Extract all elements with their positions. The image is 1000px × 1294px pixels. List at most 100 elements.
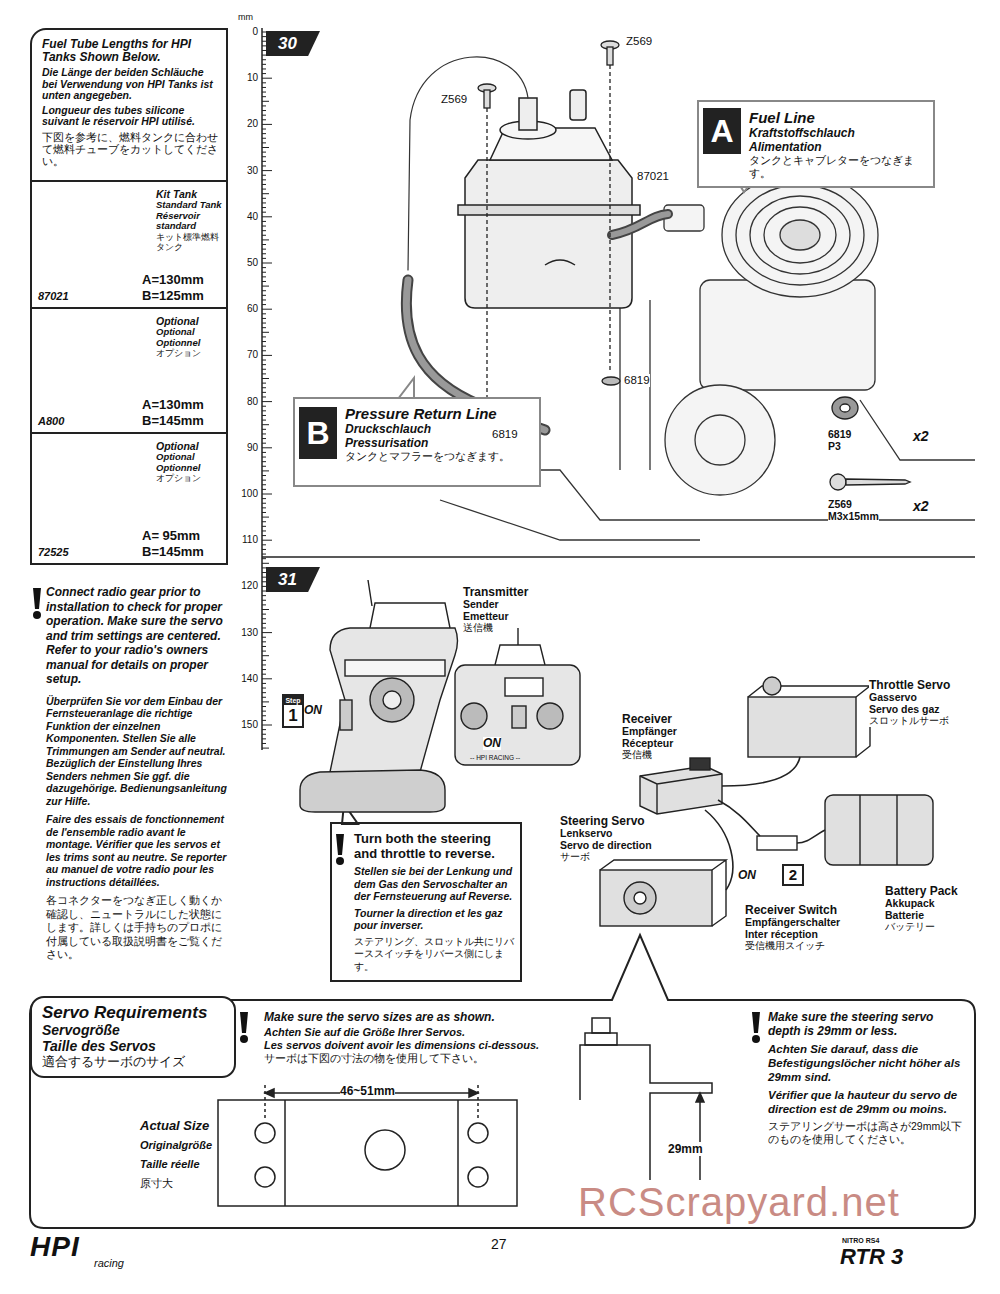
- node-text: Alimentation: [749, 140, 927, 154]
- ruler-tick: [262, 503, 266, 504]
- quantity: x2: [913, 498, 929, 514]
- ruler-tick: [262, 734, 266, 735]
- ruler-tick: [262, 216, 272, 217]
- ruler-tick: [262, 480, 266, 481]
- dimension: 29mm: [668, 1142, 703, 1156]
- node-text: Fuel Line: [749, 109, 927, 126]
- part-name: Receiver Switch: [745, 904, 837, 917]
- ruler-tick: [262, 489, 266, 490]
- logo-text: RTR 3: [840, 1245, 903, 1269]
- ruler-number: 80: [236, 396, 258, 408]
- node-text: 87021: [38, 290, 69, 303]
- ruler-tick: [262, 572, 266, 573]
- fuel-tubes: [406, 57, 668, 430]
- node-text: B=145mm: [142, 544, 204, 559]
- node-text: Optionnel: [156, 463, 222, 474]
- note-text: Vérifier que la hauteur du servo de dire…: [768, 1088, 968, 1116]
- ruler-tick: [262, 595, 266, 596]
- ruler-tick: [262, 512, 266, 513]
- ruler-tick: [262, 96, 266, 97]
- ruler-tick: [262, 360, 266, 361]
- node-text: Turn both the steering and throttle to r…: [354, 831, 514, 861]
- ruler-tick: [262, 263, 272, 264]
- ruler-tick: [262, 138, 266, 139]
- node-text: Tourner la direction et les gaz pour inv…: [354, 907, 514, 932]
- ruler-tick: [262, 466, 266, 467]
- ruler-tick: [262, 378, 269, 379]
- part-name: Throttle Servo: [869, 679, 950, 692]
- ruler-tick: [262, 355, 272, 356]
- ruler-tick: [262, 212, 266, 213]
- note-text: Actual Size: [140, 1118, 209, 1133]
- ruler-tick: [262, 674, 266, 675]
- ruler-tick: [262, 591, 266, 592]
- note-text: Überprüfen Sie vor dem Einbau der Fernst…: [46, 695, 232, 808]
- node-text: 31: [278, 567, 320, 592]
- ruler-tick: [262, 286, 269, 287]
- ruler-tick: [262, 688, 266, 689]
- note-text: Make sure the servo sizes are as shown.: [264, 1010, 554, 1024]
- part-name: Empfängerschalter: [745, 917, 840, 929]
- ruler-tick: [262, 258, 266, 259]
- ruler-tick: [262, 438, 266, 439]
- ruler-tick: [262, 678, 272, 679]
- node-text: Optional: [156, 452, 222, 463]
- ruler-tick: [262, 78, 272, 79]
- ruler-tick: [262, 535, 266, 536]
- ruler-tick: [262, 609, 269, 610]
- ruler-tick: [262, 618, 266, 619]
- ruler-tick: [262, 276, 266, 277]
- part-size: M3x15mm: [828, 510, 879, 522]
- part-name: 受信機用スイッチ: [745, 940, 825, 952]
- ruler-tick: [262, 189, 266, 190]
- ruler-tick: [262, 738, 266, 739]
- ruler-tick: [262, 133, 266, 134]
- ruler-tick: [262, 318, 266, 319]
- ruler-tick: [262, 304, 266, 305]
- node-text: オプション: [156, 473, 222, 484]
- ruler-tick: [262, 563, 269, 564]
- step-number: 31: [266, 567, 320, 592]
- brand-text: -- HPI RACING --: [470, 754, 520, 762]
- ruler-tick: [262, 50, 266, 51]
- ruler-tick: [262, 64, 266, 65]
- ruler-tick: [262, 581, 266, 582]
- ruler-tick: [262, 156, 266, 157]
- note-text: Originalgröße: [140, 1139, 212, 1152]
- ruler-tick: [262, 202, 266, 203]
- ruler-tick: [262, 272, 266, 273]
- ruler-tick: [262, 383, 266, 384]
- ruler-tick: [262, 443, 266, 444]
- ruler-tick: [262, 706, 266, 707]
- ruler-tick: [262, 392, 266, 393]
- node-text: B: [299, 407, 337, 459]
- ruler-tick: [262, 332, 269, 333]
- ruler-tick: [262, 110, 266, 111]
- ruler-tick: [262, 119, 266, 120]
- ruler-tick: [262, 295, 266, 296]
- step-box: 2: [782, 864, 804, 886]
- part-name: Emetteur: [463, 611, 509, 623]
- switch-state: ON: [483, 737, 501, 750]
- node-text: 1: [284, 705, 302, 726]
- node-text: 適合するサーボのサイズ: [42, 1054, 224, 1070]
- part-name: バッテリー: [885, 921, 935, 933]
- ruler-tick: [262, 350, 266, 351]
- ruler-number: 100: [236, 488, 258, 500]
- note-text: Les servos doivent avoir les dimensions …: [264, 1039, 554, 1052]
- node-text: Fuel Tube Lengths for HPI Tanks Shown Be…: [42, 38, 218, 64]
- ruler-tick: [262, 244, 266, 245]
- part-number: 6819: [624, 374, 650, 387]
- ruler-tick: [262, 87, 266, 88]
- switch-state: ON: [738, 869, 756, 882]
- node-text: Optionnel: [156, 338, 222, 349]
- ruler-tick: [262, 253, 266, 254]
- ruler-tick: [262, 267, 266, 268]
- ruler-number: 0: [236, 26, 258, 38]
- ruler-tick: [262, 729, 266, 730]
- ruler-number: 120: [236, 580, 258, 592]
- node-text: A: [703, 108, 741, 154]
- part-name: 受信機: [622, 749, 652, 761]
- note-text: Make sure the steering servo depth is 29…: [768, 1010, 968, 1038]
- ruler-tick: [262, 401, 272, 402]
